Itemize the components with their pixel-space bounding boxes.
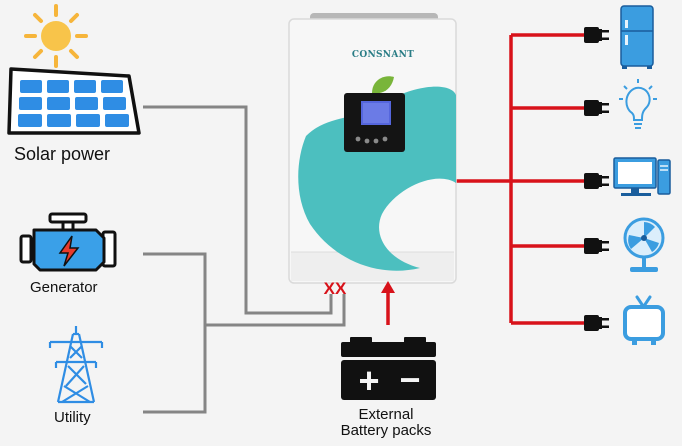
battery-minus-sign: − <box>399 359 420 400</box>
display-button <box>364 138 370 144</box>
display-button <box>382 136 388 142</box>
solar-cell <box>74 80 96 93</box>
fan-icon <box>623 217 665 272</box>
plug-icon <box>584 315 609 331</box>
inverter-brand-label: CONSNANT <box>351 50 415 60</box>
battery-arrow <box>381 281 395 325</box>
solar-cell <box>105 114 129 127</box>
solar-wire <box>143 105 333 315</box>
computer-icon <box>613 157 671 196</box>
utility-label: Utility <box>54 409 91 426</box>
utility-pylon-icon <box>48 326 104 404</box>
solar-cell <box>18 114 42 127</box>
inverter-unit: XX <box>288 13 457 298</box>
grid-bus-wire <box>205 294 346 327</box>
solar-cell <box>76 114 100 127</box>
solar-cell <box>20 80 42 93</box>
plug-icon <box>584 238 609 254</box>
generator-label: Generator <box>30 279 98 296</box>
solar-cell <box>19 97 42 110</box>
solar-cell <box>75 97 98 110</box>
generator-engine-icon <box>19 212 117 272</box>
display-button <box>355 136 361 142</box>
solar-cell <box>101 80 123 93</box>
plug-icon <box>584 173 609 189</box>
battery-label: External Battery packs <box>331 407 441 439</box>
solar-cell <box>47 114 71 127</box>
lightning-bolt <box>58 235 80 267</box>
sun-icon <box>24 4 88 68</box>
solar-cell <box>47 97 70 110</box>
battery-plus-sign: + <box>358 360 379 401</box>
plug-icon <box>584 100 609 116</box>
inverter-swoosh <box>298 86 456 271</box>
display-button <box>373 138 379 144</box>
solar-cell <box>103 97 126 110</box>
disconnect-mark: XX <box>324 279 347 298</box>
solar-cell <box>47 80 69 93</box>
leaf-icon <box>372 76 394 94</box>
plug-icon <box>584 27 609 43</box>
battery-label-line1: External <box>358 406 414 423</box>
output-wiring <box>455 33 588 325</box>
tv-icon <box>623 295 665 345</box>
refrigerator-icon <box>620 5 654 69</box>
plugs <box>584 27 609 331</box>
light-bulb-icon <box>619 79 657 129</box>
battery-icon: + − <box>341 337 436 401</box>
input-wiring <box>143 105 346 414</box>
generator-wire <box>143 252 207 414</box>
solar-panel-icon <box>7 67 141 135</box>
solar-power-label: Solar power <box>14 144 111 164</box>
battery-label-line2: Battery packs <box>340 422 432 439</box>
